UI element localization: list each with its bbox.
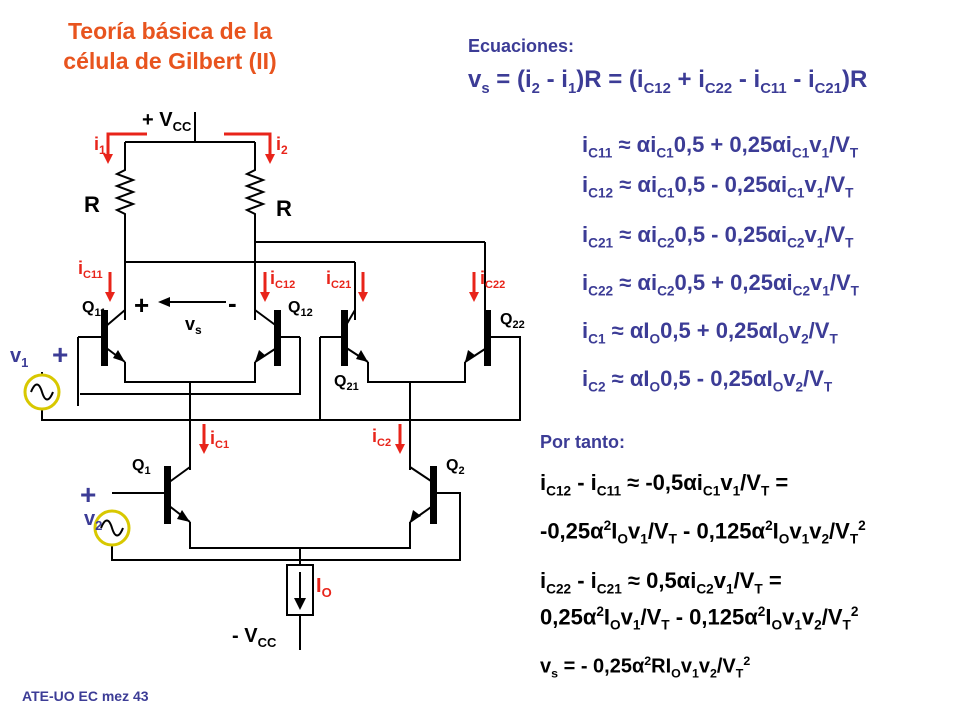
conclusion-line-4: 0,25α2IOv1/VT - 0,125α2IOv1v2/VT2	[540, 604, 859, 633]
v1-source	[23, 373, 61, 411]
conclusion-line-5: vs = - 0,25α2RIOv1v2/VT2	[540, 654, 751, 681]
vcc-neg-label: - VCC	[232, 625, 277, 650]
resistor-r2-label: R	[276, 196, 292, 221]
i1-label: i1	[94, 134, 106, 157]
io-label: IO	[316, 575, 332, 600]
q1-label: Q1	[132, 457, 151, 477]
ic12-label: iC12	[270, 268, 295, 291]
title-line-2: célula de Gilbert (II)	[63, 48, 277, 74]
source-labels: v1 v2 + +	[10, 339, 102, 533]
conclusion-heading: Por tanto:	[540, 432, 625, 452]
vs-label: vs	[185, 314, 202, 337]
circuit-labels: + VCC - VCC R R Q11 Q12 Q21 Q22 Q1 Q2 vs…	[82, 109, 525, 650]
conclusion-line-2: -0,25α2IOv1/VT - 0,125α2IOv1v2/VT2	[540, 518, 866, 547]
current-source-io	[286, 564, 314, 616]
equation-ic21: iC21 ≈ αiC20,5 - 0,25αiC2v1/VT	[582, 222, 854, 251]
v1-label: v1	[10, 345, 28, 370]
circuit-wires	[41, 112, 521, 650]
title-line-1: Teoría básica de la	[67, 18, 273, 44]
current-arrow-heads	[103, 154, 479, 454]
ic21-label: iC21	[326, 268, 351, 291]
v2-label: v2	[84, 508, 102, 533]
vs-main-equation: vs = (i2 - i1)R = (iC12 + iC22 - iC11 - …	[468, 66, 868, 97]
equation-ic22: iC22 ≈ αiC20,5 + 0,25αiC2v1/VT	[582, 270, 859, 299]
resistor-r1	[114, 142, 136, 262]
ic11-label: iC11	[78, 258, 103, 281]
q12-label: Q12	[288, 299, 313, 319]
v1-plus-label: +	[52, 339, 68, 370]
current-arrows	[106, 132, 476, 448]
resistor-r1-label: R	[84, 192, 100, 217]
q2-label: Q2	[446, 457, 465, 477]
ic2-label: iC2	[372, 426, 391, 449]
q11-label: Q11	[82, 299, 106, 319]
conclusion-line-1: iC12 - iC11 ≈ -0,5αiC1v1/VT =	[540, 470, 789, 499]
footer-label: ATE-UO EC mez 43	[22, 688, 149, 704]
v2-plus-label: +	[80, 479, 96, 510]
vs-minus-label: -	[228, 288, 237, 318]
ic22-label: iC22	[480, 268, 505, 291]
q21-label: Q21	[334, 373, 359, 393]
transistor-bases	[101, 310, 491, 524]
resistor-r2	[244, 142, 266, 242]
equation-ic11: iC11 ≈ αiC10,5 + 0,25αiC1v1/VT	[582, 132, 859, 161]
equation-ic1: iC1 ≈ αIO0,5 + 0,25αIOv2/VT	[582, 318, 838, 347]
equation-ic12: iC12 ≈ αiC10,5 - 0,25αiC1v1/VT	[582, 172, 854, 201]
q22-label: Q22	[500, 311, 525, 331]
vs-plus-label: +	[134, 290, 149, 320]
v2-source	[93, 509, 131, 547]
ic1-label: iC1	[210, 428, 229, 451]
vs-arrow	[158, 297, 226, 307]
equations-heading: Ecuaciones:	[468, 36, 575, 56]
vcc-pos-label: + VCC	[142, 109, 192, 134]
slide-title: Teoría básica de la célula de Gilbert (I…	[20, 16, 320, 76]
current-labels: i1 i2 iC11 iC12 iC21 iC22 iC1 iC2 IO	[78, 134, 505, 600]
conclusion-line-3: iC22 - iC21 ≈ 0,5αiC2v1/VT =	[540, 568, 782, 597]
emitter-arrows	[113, 350, 476, 522]
equation-ic2: iC2 ≈ αIO0,5 - 0,25αIOv2/VT	[582, 366, 833, 395]
i2-label: i2	[276, 134, 288, 157]
